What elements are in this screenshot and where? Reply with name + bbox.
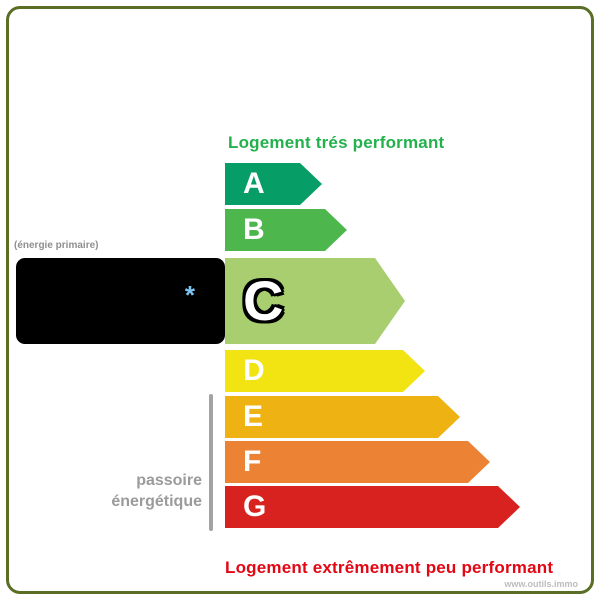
watermark-text: www.outils.immo bbox=[504, 579, 578, 589]
rating-arrow-c-selected: C bbox=[225, 258, 405, 344]
asterisk-footnote-marker: * bbox=[184, 280, 195, 310]
energy-sieve-label: passoire énergétique bbox=[111, 472, 202, 510]
rating-letter-f: F bbox=[243, 445, 262, 478]
rating-letter-e: E bbox=[243, 400, 264, 433]
energy-sieve-bracket-line bbox=[209, 394, 213, 531]
rating-arrow-f: F bbox=[225, 441, 490, 483]
bottom-performance-label: Logement extrêmement peu performant bbox=[225, 558, 554, 577]
rating-arrow-a: A bbox=[225, 163, 322, 205]
rating-arrow-e: E bbox=[225, 396, 460, 438]
rating-letter-c: C bbox=[243, 269, 284, 332]
rating-letter-d: D bbox=[243, 354, 265, 387]
rating-letter-g: G bbox=[243, 490, 267, 523]
rating-letter-b: B bbox=[243, 213, 265, 246]
top-performance-label: Logement trés performant bbox=[228, 133, 445, 152]
rating-arrow-g: G bbox=[225, 486, 520, 528]
rating-arrow-d: D bbox=[225, 350, 425, 392]
rating-letter-a: A bbox=[243, 167, 265, 200]
primary-energy-label: (énergie primaire) bbox=[14, 240, 99, 251]
rating-arrow-b: B bbox=[225, 209, 347, 251]
primary-energy-value-box: * bbox=[16, 258, 225, 344]
